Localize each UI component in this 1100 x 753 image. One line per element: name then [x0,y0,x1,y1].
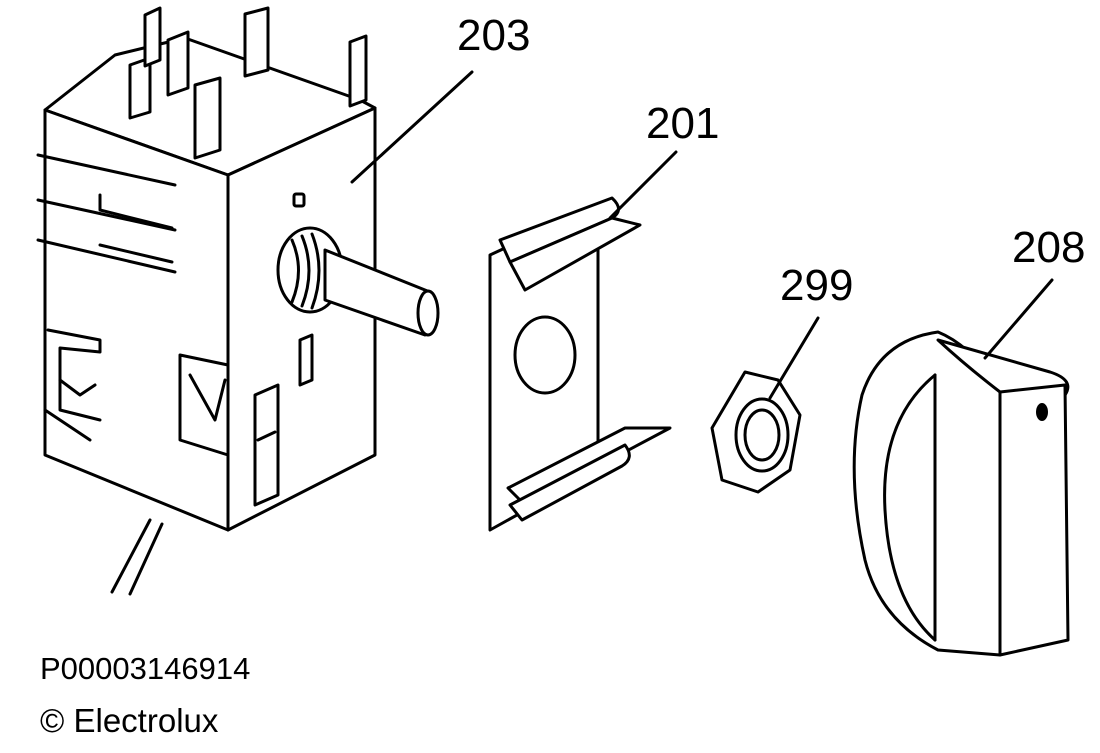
copyright-notice: © Electrolux [40,702,219,739]
leader-lines [350,70,1054,400]
callout-299: 299 [780,261,853,310]
nut-299 [710,370,802,494]
callout-201: 201 [646,99,719,148]
callout-203: 203 [457,11,530,60]
knob-208 [852,330,1070,657]
callout-208: 208 [1012,223,1085,272]
part-number: P00003146914 [40,651,251,686]
bracket-201 [488,196,672,532]
thermostat-203 [36,6,440,596]
